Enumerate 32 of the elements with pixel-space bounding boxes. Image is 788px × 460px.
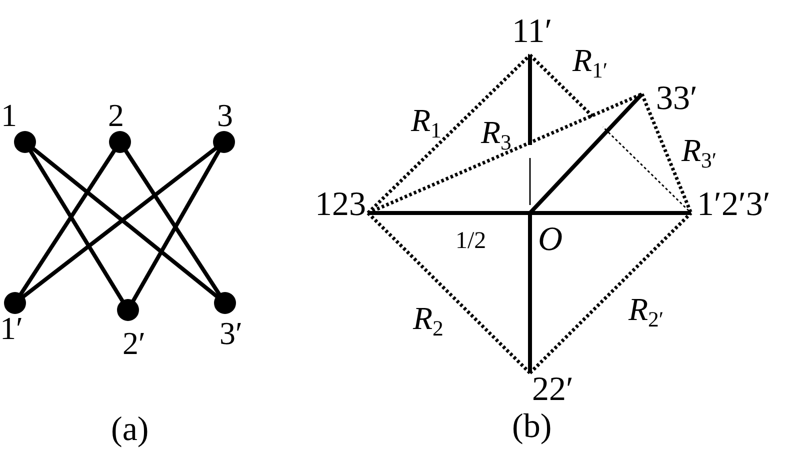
edge-label: R$_{3}$: [481, 116, 512, 148]
dotted-edge-line: [528, 212, 692, 374]
dotted-edge-line: [366, 212, 532, 374]
panel-label: (b): [512, 410, 552, 444]
vertex-label: 2′: [122, 327, 146, 359]
edge-label: 1/2: [456, 229, 486, 253]
vertex-label: O: [530, 213, 563, 257]
edge-line: [18, 149, 116, 296]
vertex-label: 3: [217, 99, 233, 131]
vertex-label: 1′: [0, 312, 23, 344]
vertex-label: 1′2′3′: [691, 188, 770, 222]
vertex-label: 11′: [512, 15, 552, 55]
edge-label: R$_{3′}$: [682, 134, 717, 166]
edge-line: [368, 211, 530, 215]
edge-label: R$_{1′}$: [572, 44, 608, 76]
vertex-label: 33′: [642, 82, 698, 116]
edge-label: R$_{1}$: [411, 104, 442, 136]
edge-label: R$_{2}$: [413, 302, 444, 334]
vertex-label: 123: [315, 188, 368, 222]
vertex-label: 2: [108, 99, 124, 131]
vertex-label: 1: [1, 99, 17, 131]
edge-label: R$_{2′}$: [628, 293, 664, 325]
dotted-edge-line: [366, 54, 532, 214]
vertex-label: 3′: [220, 317, 242, 349]
dotted-edge-line: [640, 93, 693, 214]
panel-label: (a): [111, 413, 149, 447]
edge-line: [28, 149, 124, 303]
edge-line: [528, 213, 532, 373]
edge-line: [530, 211, 691, 215]
vertex-label: 22′: [524, 373, 574, 407]
dotted-edge-line: [367, 92, 643, 215]
dotted-edge-line: [528, 54, 692, 214]
